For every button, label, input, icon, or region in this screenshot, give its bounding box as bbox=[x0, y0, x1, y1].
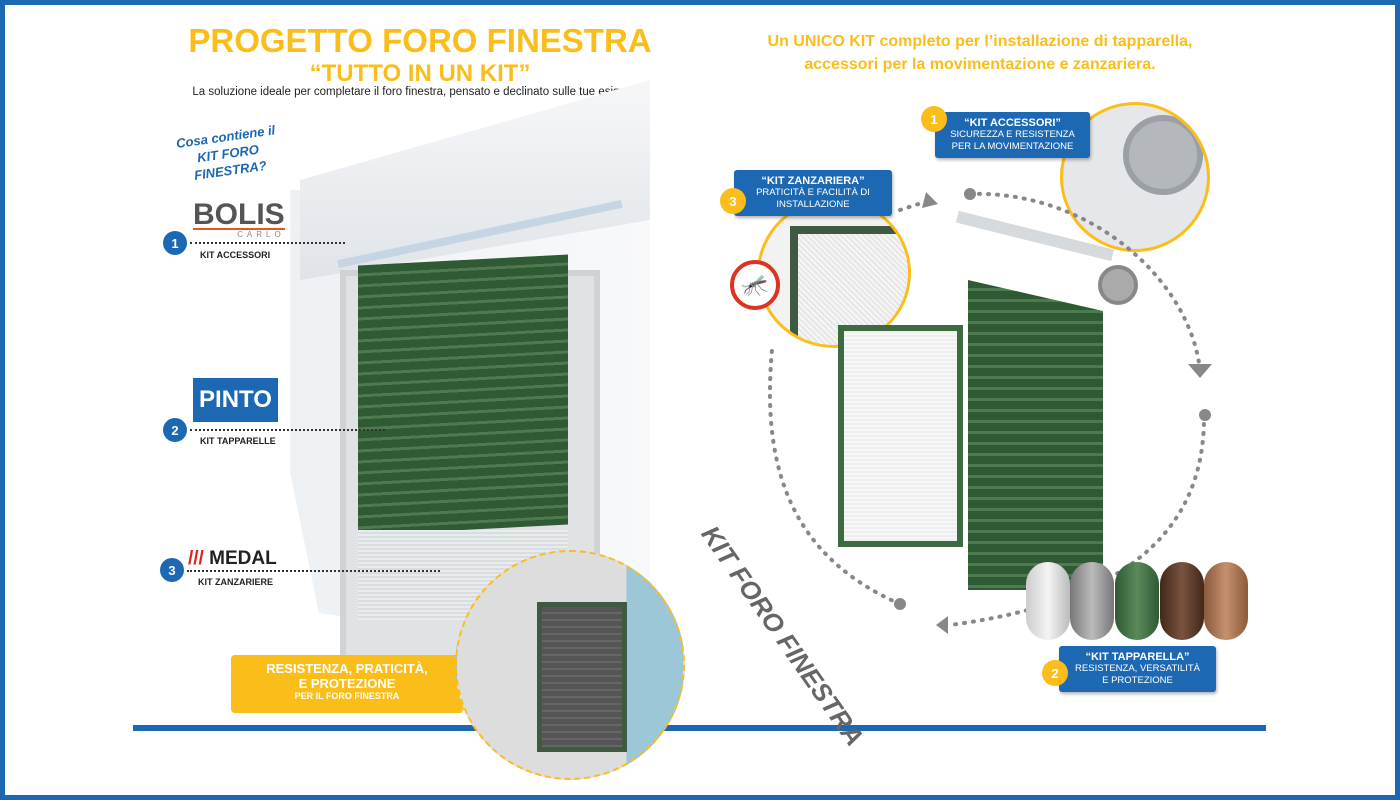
kit-label: KIT ZANZARIERE bbox=[198, 577, 273, 587]
pointer-line bbox=[190, 429, 385, 431]
callout-number-3: 3 bbox=[720, 188, 746, 214]
headline-line: Un UNICO KIT completo per l’installazion… bbox=[767, 33, 1193, 50]
description: La soluzione ideale per completare il fo… bbox=[192, 86, 648, 98]
callout-text: E PROTEZIONE bbox=[1102, 675, 1173, 686]
medal-logo: /// MEDAL bbox=[188, 548, 277, 569]
pointer-line bbox=[187, 570, 440, 572]
main-title: PROGETTO FORO FINESTRA bbox=[160, 24, 680, 58]
brand-sub: CARLO bbox=[193, 228, 285, 239]
title-highlight: FORO FINESTRA bbox=[382, 22, 652, 59]
callout-text: SICUREZZA E RESISTENZA bbox=[950, 129, 1075, 140]
question-text: Cosa contiene il KIT FORO FINESTRA? bbox=[175, 122, 277, 183]
banner-line: PER IL FORO FINESTRA bbox=[294, 691, 400, 701]
detail-zoom-circle bbox=[455, 550, 685, 780]
blue-divider bbox=[133, 725, 1266, 731]
callout-number-2: 2 bbox=[1042, 660, 1068, 686]
callout-text: INSTALLAZIONE bbox=[776, 199, 850, 210]
kit-label: KIT ACCESSORI bbox=[200, 250, 271, 260]
callout-text: PRATICITÀ E FACILITÀ DI bbox=[756, 187, 870, 198]
callout-title: “KIT ACCESSORI” bbox=[964, 117, 1061, 129]
color-swatch bbox=[1204, 562, 1248, 640]
callout-number-1: 1 bbox=[921, 106, 947, 132]
kit-label: KIT TAPPARELLE bbox=[200, 436, 276, 446]
right-headline: Un UNICO KIT completo per l’installazion… bbox=[700, 30, 1260, 76]
callout-text: RESISTENZA, VERSATILITÀ bbox=[1075, 663, 1200, 674]
mosquito-screen-illustration bbox=[838, 325, 963, 547]
callout-title: “KIT ZANZARIERA” bbox=[761, 175, 865, 187]
pointer-line bbox=[190, 242, 345, 244]
headline-line: accessori per la movimentazione e zanzar… bbox=[804, 56, 1156, 73]
callout-title: “KIT TAPPARELLA” bbox=[1085, 651, 1190, 663]
brand-name: MEDAL bbox=[209, 548, 277, 569]
title-part: PROGETTO bbox=[188, 22, 383, 59]
callout-text: PER LA MOVIMENTAZIONE bbox=[951, 141, 1074, 152]
kit-number-2: 2 bbox=[163, 418, 187, 442]
color-swatch bbox=[1160, 562, 1204, 640]
banner-line: RESISTENZA, PRATICITÀ, bbox=[266, 661, 428, 676]
subtitle: “TUTTO IN UN KIT” bbox=[309, 60, 531, 87]
kit-number-1: 1 bbox=[163, 231, 187, 255]
pinto-logo: PINTO bbox=[193, 378, 278, 422]
benefits-banner: RESISTENZA, PRATICITÀ, E PROTEZIONE PER … bbox=[231, 655, 481, 713]
brand-name: BOLIS bbox=[193, 198, 285, 231]
shutter-illustration bbox=[968, 280, 1103, 590]
kit-number-3: 3 bbox=[160, 558, 184, 582]
color-swatch bbox=[1070, 562, 1114, 640]
cycle-arrows bbox=[767, 188, 1212, 634]
color-swatch bbox=[1115, 562, 1159, 640]
color-swatch bbox=[1026, 562, 1070, 640]
pulley-illustration bbox=[1098, 265, 1138, 305]
no-mosquito-icon: 🦟 bbox=[730, 260, 780, 310]
banner-line: E PROTEZIONE bbox=[298, 676, 396, 691]
